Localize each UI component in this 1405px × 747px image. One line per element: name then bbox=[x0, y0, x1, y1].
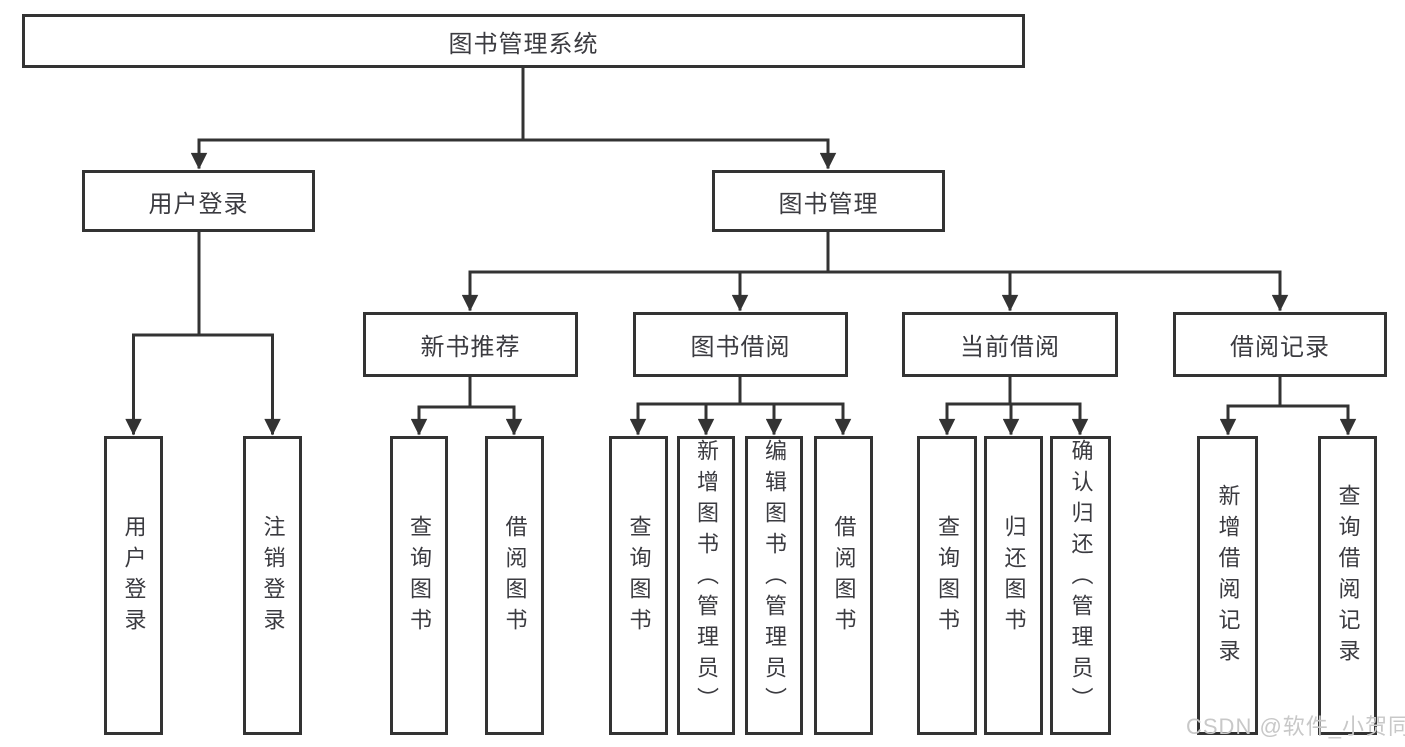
node-current-borrowing: 当前借阅 bbox=[902, 312, 1118, 377]
node-new-book-recommend: 新书推荐 bbox=[363, 312, 578, 377]
leaf-add-book-admin: 新增图书（管理员） bbox=[677, 436, 735, 735]
leaf-query-books-recommend: 查询图书 bbox=[390, 436, 448, 735]
leaf-logout: 注销登录 bbox=[243, 436, 302, 735]
leaf-confirm-return-admin: 确认归还（管理员） bbox=[1050, 436, 1111, 735]
leaf-query-books-current: 查询图书 bbox=[917, 436, 977, 735]
node-library-system: 图书管理系统 bbox=[22, 14, 1025, 68]
leaf-borrow-books-recommend: 借阅图书 bbox=[485, 436, 544, 735]
node-book-borrowing: 图书借阅 bbox=[633, 312, 848, 377]
leaf-query-borrow-record: 查询借阅记录 bbox=[1318, 436, 1377, 735]
leaf-query-books-borrowing: 查询图书 bbox=[609, 436, 668, 735]
node-user-login: 用户登录 bbox=[82, 170, 315, 232]
node-borrowing-records: 借阅记录 bbox=[1173, 312, 1387, 377]
leaf-borrow-books: 借阅图书 bbox=[814, 436, 873, 735]
leaf-edit-book-admin: 编辑图书（管理员） bbox=[745, 436, 803, 735]
csdn-watermark: CSDN @软件_小贺同学 bbox=[1186, 714, 1405, 739]
leaf-user-login: 用户登录 bbox=[104, 436, 163, 735]
leaf-add-borrow-record: 新增借阅记录 bbox=[1197, 436, 1258, 735]
leaf-return-book: 归还图书 bbox=[984, 436, 1043, 735]
node-book-management: 图书管理 bbox=[712, 170, 945, 232]
